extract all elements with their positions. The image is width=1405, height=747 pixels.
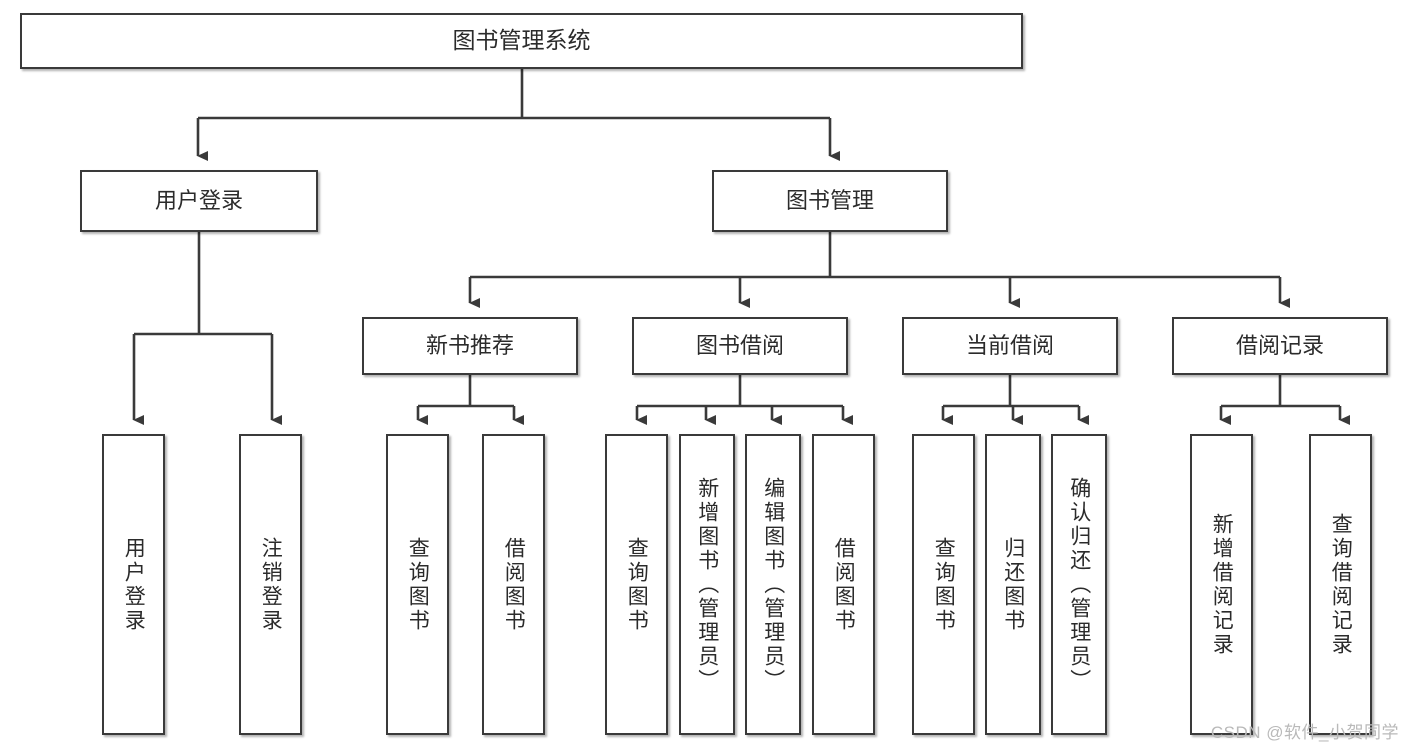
node-label: 注销登录 xyxy=(259,536,283,633)
leaf-edit-book-admin[interactable]: 编辑图书（管理员） xyxy=(745,434,801,735)
node-label: 编辑图书（管理员） xyxy=(761,476,785,693)
node-user-login[interactable]: 用户登录 xyxy=(80,170,318,232)
leaf-confirm-return-admin[interactable]: 确认归还（管理员） xyxy=(1051,434,1107,735)
leaf-query-books-recommend[interactable]: 查询图书 xyxy=(386,434,449,735)
node-label: 确认归还（管理员） xyxy=(1067,476,1091,693)
node-new-book-recommend[interactable]: 新书推荐 xyxy=(362,317,578,375)
leaf-borrow-books[interactable]: 借阅图书 xyxy=(812,434,875,735)
leaf-query-borrow-record[interactable]: 查询借阅记录 xyxy=(1309,434,1372,735)
node-label: 用户登录 xyxy=(154,187,243,213)
node-label: 查询借阅记录 xyxy=(1329,512,1353,657)
node-label: 查询图书 xyxy=(932,536,956,633)
node-book-borrow[interactable]: 图书借阅 xyxy=(632,317,848,375)
leaf-add-borrow-record[interactable]: 新增借阅记录 xyxy=(1190,434,1253,735)
node-book-management[interactable]: 图书管理 xyxy=(712,170,948,232)
node-label: 借阅图书 xyxy=(502,536,526,633)
node-label: 借阅图书 xyxy=(832,536,856,633)
node-root-system[interactable]: 图书管理系统 xyxy=(20,13,1023,69)
leaf-logout[interactable]: 注销登录 xyxy=(239,434,302,735)
leaf-return-books[interactable]: 归还图书 xyxy=(985,434,1041,735)
node-label: 查询图书 xyxy=(625,536,649,633)
node-label: 查询图书 xyxy=(406,536,430,633)
node-label: 图书借阅 xyxy=(695,332,784,358)
node-label: 用户登录 xyxy=(122,536,146,633)
node-current-borrow[interactable]: 当前借阅 xyxy=(902,317,1118,375)
node-label: 新增借阅记录 xyxy=(1210,512,1234,657)
node-borrow-records[interactable]: 借阅记录 xyxy=(1172,317,1388,375)
node-label: 图书管理 xyxy=(785,187,874,213)
leaf-query-books-borrow[interactable]: 查询图书 xyxy=(605,434,668,735)
leaf-query-books-current[interactable]: 查询图书 xyxy=(912,434,975,735)
leaf-user-login[interactable]: 用户登录 xyxy=(102,434,165,735)
node-label: 当前借阅 xyxy=(965,332,1054,358)
node-label: 图书管理系统 xyxy=(452,27,591,54)
node-label: 归还图书 xyxy=(1001,536,1025,633)
node-label: 新书推荐 xyxy=(425,332,514,358)
csdn-watermark: CSDN @软件_小贺同学 xyxy=(1210,723,1399,742)
node-label: 借阅记录 xyxy=(1235,332,1324,358)
leaf-add-book-admin[interactable]: 新增图书（管理员） xyxy=(679,434,735,735)
leaf-borrow-books-recommend[interactable]: 借阅图书 xyxy=(482,434,545,735)
node-label: 新增图书（管理员） xyxy=(695,476,719,693)
